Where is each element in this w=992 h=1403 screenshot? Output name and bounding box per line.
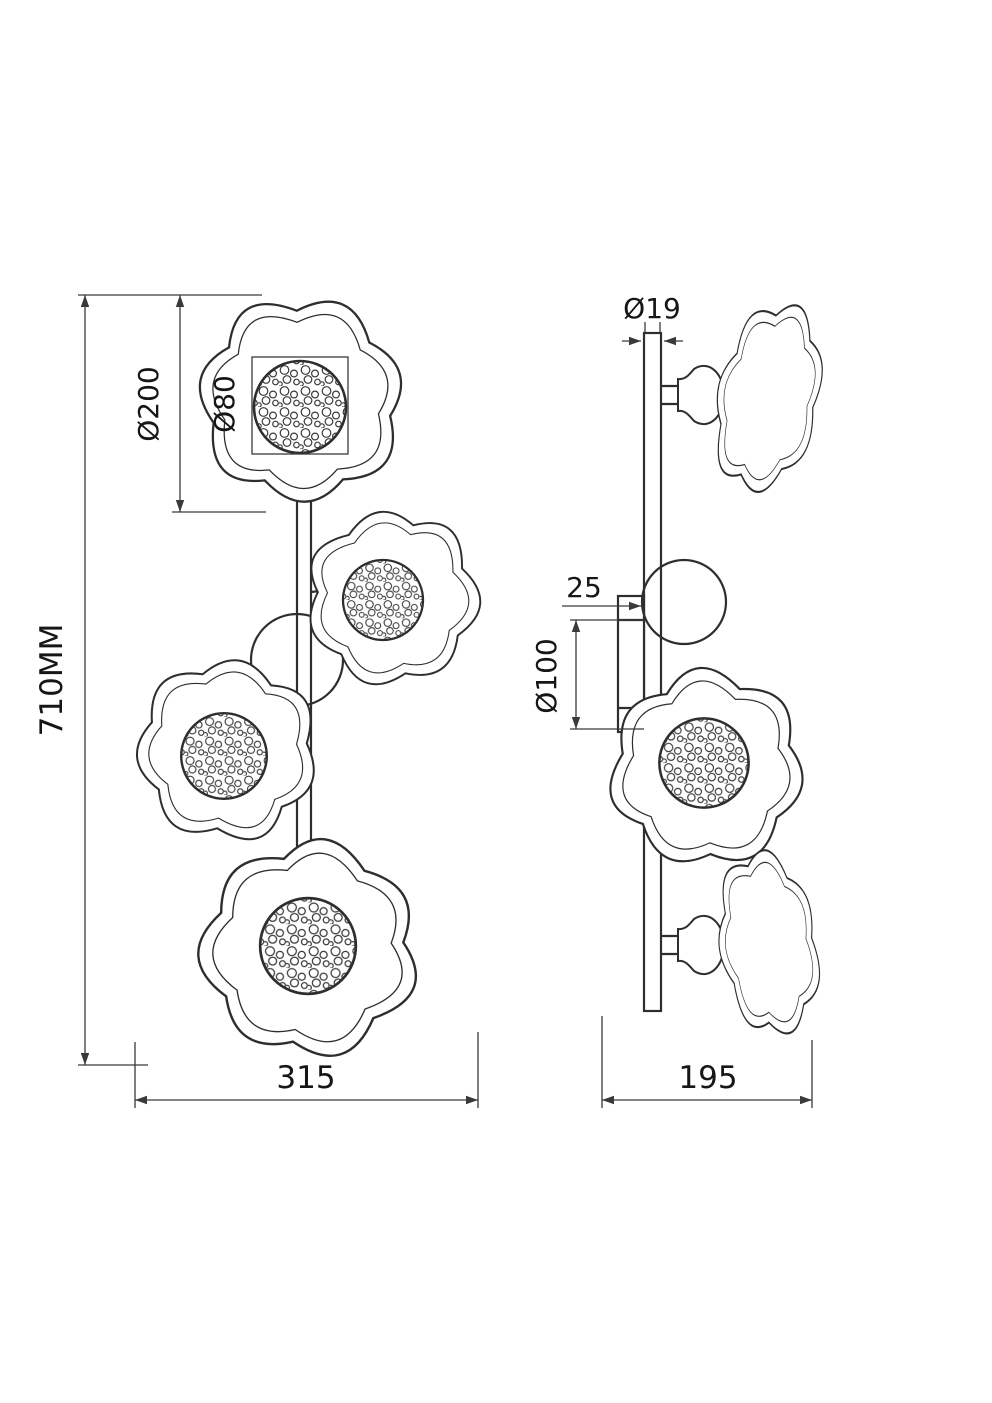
dim-label-width: 315 bbox=[276, 1060, 335, 1096]
side-view: Ø19 25 Ø100 195 bbox=[530, 292, 839, 1108]
shade-bottom bbox=[167, 803, 457, 1094]
crystal-ball-left bbox=[180, 712, 268, 800]
front-view: 710MM Ø200 Ø80 315 bbox=[34, 282, 492, 1108]
dim-label-ball-diameter: Ø80 bbox=[208, 375, 241, 433]
dim-label-height: 710MM bbox=[34, 624, 70, 737]
dim-label-canopy-diameter: Ø100 bbox=[530, 638, 563, 713]
front-dimensions: 710MM Ø200 Ø80 315 bbox=[34, 294, 479, 1108]
dim-box-ball bbox=[251, 356, 349, 455]
side-dimensions: Ø19 25 Ø100 195 bbox=[530, 292, 813, 1108]
dim-label-bracket-depth: 25 bbox=[566, 571, 602, 604]
crystal-ball-top bbox=[252, 359, 348, 455]
dim-label-depth: 195 bbox=[678, 1060, 737, 1096]
shade-profile-bottom bbox=[707, 845, 828, 1041]
shade-left bbox=[115, 637, 343, 866]
crystal-ball-upper-right bbox=[341, 558, 425, 642]
shade-profile-top bbox=[699, 293, 837, 500]
crystal-ball-side bbox=[658, 717, 750, 809]
crystal-ball-bottom bbox=[258, 896, 358, 996]
dim-label-rod-diameter: Ø19 bbox=[623, 292, 681, 325]
side-shade-middle bbox=[573, 633, 839, 901]
joint-sphere-side bbox=[640, 558, 728, 646]
side-arm-bottom bbox=[661, 845, 828, 1041]
shade-upper-right bbox=[294, 497, 492, 694]
dim-label-shade-diameter: Ø200 bbox=[132, 366, 165, 441]
side-arm-top bbox=[661, 293, 836, 500]
lamp-cup-bottom bbox=[677, 914, 725, 976]
mounting-rod bbox=[642, 331, 663, 1013]
